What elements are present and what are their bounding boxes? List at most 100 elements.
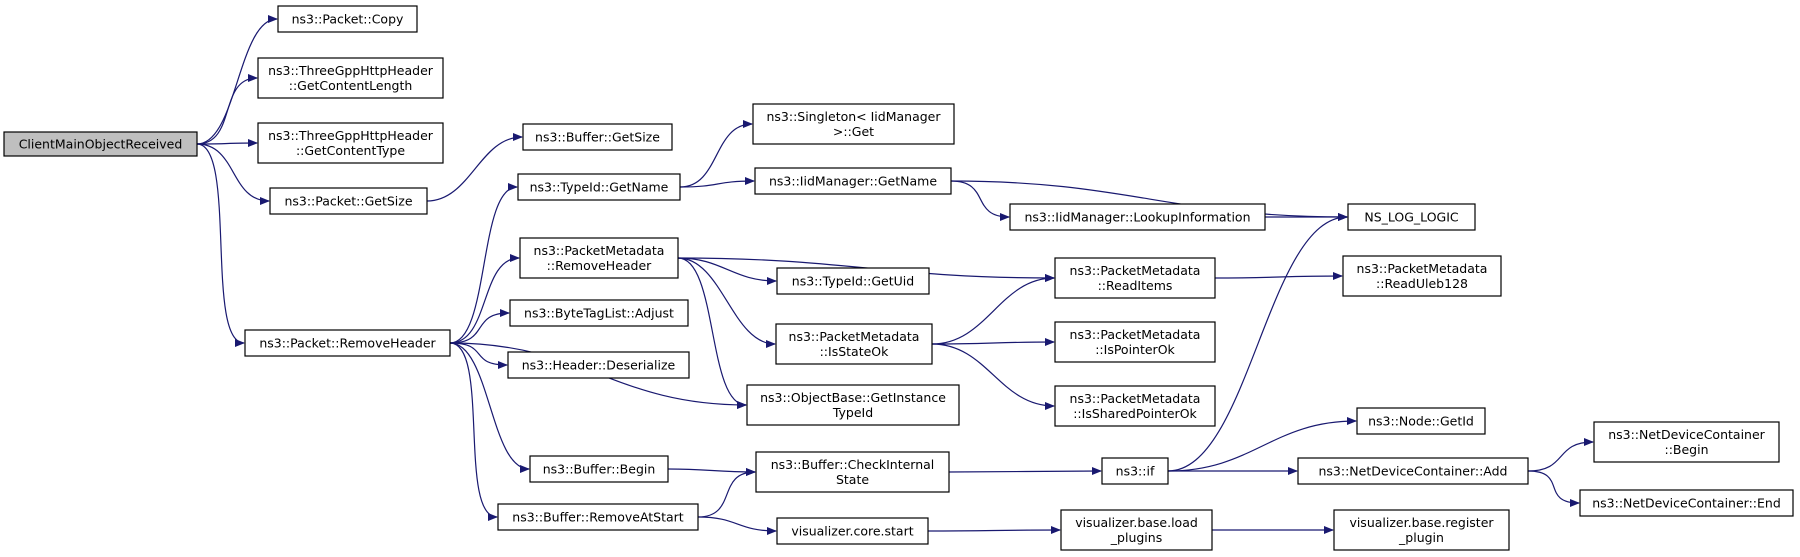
node-pmreaditems[interactable]: ns3::PacketMetadata::ReadItems <box>1054 257 1216 299</box>
node-pmisstateok[interactable]: ns3::PacketMetadata::IsStateOk <box>775 323 933 365</box>
node-root[interactable]: ClientMainObjectReceived <box>3 131 198 157</box>
node-label: ::IsSharedPointerOk <box>1073 406 1197 421</box>
edge-removeheader-to-bufferbegin <box>449 342 530 473</box>
node-box <box>1054 321 1216 363</box>
node-visualizerbaseregisterplugin[interactable]: visualizer.base.register_plugin <box>1333 509 1510 551</box>
node-pmreaduleb128[interactable]: ns3::PacketMetadata::ReadUleb128 <box>1342 255 1502 297</box>
node-box <box>1579 489 1794 517</box>
edge-packetgetsize-to-buffergetsize <box>426 133 523 202</box>
edge-pmreaditems-to-pmreaduleb128 <box>1214 272 1343 281</box>
node-box <box>752 103 955 145</box>
node-label: ns3::Buffer::Begin <box>543 462 656 477</box>
edge-root-to-packetgetsize <box>196 143 270 205</box>
node-iidmanagergetname[interactable]: ns3::IidManager::GetName <box>754 167 952 195</box>
node-bufferremoveatstart[interactable]: ns3::Buffer::RemoveAtStart <box>497 503 699 531</box>
edge-root-to-removeheader <box>196 143 245 347</box>
node-box <box>257 122 444 164</box>
node-label: visualizer.base.load <box>1075 515 1198 530</box>
node-netdevicecontainerend[interactable]: ns3::NetDeviceContainer::End <box>1579 489 1794 517</box>
node-removeheader[interactable]: ns3::Packet::RemoveHeader <box>244 329 451 357</box>
node-pmissharedpointerok[interactable]: ns3::PacketMetadata::IsSharedPointerOk <box>1054 385 1216 427</box>
edge-typeidgetname-to-singletonget <box>679 120 753 188</box>
node-label: ns3::Buffer::CheckInternal <box>771 457 935 472</box>
node-netdevicecontaineradd[interactable]: ns3::NetDeviceContainer::Add <box>1297 457 1529 485</box>
edge-removeheader-to-pmremoveheader <box>449 254 520 344</box>
node-pmispointerok[interactable]: ns3::PacketMetadata::IsPointerOk <box>1054 321 1216 363</box>
node-label: NS_LOG_LOGIC <box>1364 210 1459 225</box>
node-box <box>746 384 960 426</box>
node-label: ::Begin <box>1664 442 1708 457</box>
node-box <box>776 517 929 545</box>
node-label: ::ReadUleb128 <box>1376 276 1468 291</box>
node-box <box>522 123 673 151</box>
node-box <box>509 299 689 327</box>
node-label: ns3::IidManager::LookupInformation <box>1024 210 1250 225</box>
node-box <box>1101 457 1169 485</box>
node-box <box>507 351 690 379</box>
node-netdevicecontainerbegin[interactable]: ns3::NetDeviceContainer::Begin <box>1593 421 1780 463</box>
node-packetgetsize[interactable]: ns3::Packet::GetSize <box>269 187 428 215</box>
node-layer: ClientMainObjectReceived ns3::Packet::Cop… <box>3 5 1794 551</box>
node-label: visualizer.core.start <box>791 524 913 539</box>
node-box <box>776 267 930 295</box>
node-label: ClientMainObjectReceived <box>19 137 183 152</box>
edge-ns3if-to-nslogLogic <box>1167 213 1348 472</box>
node-label: ns3::PacketMetadata <box>1070 263 1201 278</box>
node-visualizerbaseloadplugins[interactable]: visualizer.base.load_plugins <box>1060 509 1213 551</box>
node-box <box>1333 509 1510 551</box>
node-box <box>1347 203 1476 231</box>
edge-root-to-getcontentlength <box>196 74 258 145</box>
node-headerdeserialize[interactable]: ns3::Header::Deserialize <box>507 351 690 379</box>
node-label: ns3::PacketMetadata <box>1357 261 1488 276</box>
node-box <box>755 451 950 493</box>
edge-pmisstateok-to-pmissharedpointerok <box>931 343 1055 410</box>
node-label: >::Get <box>833 124 874 139</box>
node-label: ns3::Node::GetId <box>1368 414 1474 429</box>
node-iidmanagerlookupinformation[interactable]: ns3::IidManager::LookupInformation <box>1009 203 1266 231</box>
node-label: _plugins <box>1110 530 1162 545</box>
node-bufferbegin[interactable]: ns3::Buffer::Begin <box>529 455 669 483</box>
node-label: ns3::PacketMetadata <box>789 329 920 344</box>
node-label: ns3::ByteTagList::Adjust <box>524 306 674 321</box>
edge-pmremoveheader-to-objectbasegetinstancetypeid <box>677 257 747 409</box>
node-label: ns3::PacketMetadata <box>1070 391 1201 406</box>
node-getcontenttype[interactable]: ns3::ThreeGppHttpHeader::GetContentType <box>257 122 444 164</box>
node-nslogLogic[interactable]: NS_LOG_LOGIC <box>1347 203 1476 231</box>
node-label: ::RemoveHeader <box>547 258 653 273</box>
node-label: ns3::PacketMetadata <box>1070 327 1201 342</box>
edge-iidmanagergetname-to-nslogLogic <box>950 180 1348 221</box>
node-box <box>257 57 444 99</box>
node-box <box>1342 255 1502 297</box>
node-bytetaglistadjust[interactable]: ns3::ByteTagList::Adjust <box>509 299 689 327</box>
edge-bufferremoveatstart-to-buffercheckinternalstate <box>697 468 756 518</box>
node-visualizercorestart[interactable]: visualizer.core.start <box>776 517 929 545</box>
edge-removeheader-to-headerdeserialize <box>449 342 508 369</box>
node-typeidgetuid[interactable]: ns3::TypeId::GetUid <box>776 267 930 295</box>
node-copy[interactable]: ns3::Packet::Copy <box>277 5 418 33</box>
node-pmremoveheader[interactable]: ns3::PacketMetadata::RemoveHeader <box>519 237 679 279</box>
node-box <box>1297 457 1529 485</box>
node-box <box>277 5 418 33</box>
edge-pmisstateok-to-pmreaditems <box>931 274 1055 345</box>
edge-bufferbegin-to-buffercheckinternalstate <box>667 467 756 476</box>
node-box <box>269 187 428 215</box>
edge-typeidgetname-to-iidmanagergetname <box>679 177 755 188</box>
node-typeidgetname[interactable]: ns3::TypeId::GetName <box>517 173 681 201</box>
node-box <box>244 329 451 357</box>
node-box <box>1356 407 1486 435</box>
node-label: TypeId <box>832 405 873 420</box>
node-getcontentlength[interactable]: ns3::ThreeGppHttpHeader::GetContentLengt… <box>257 57 444 99</box>
node-label: ns3::Packet::RemoveHeader <box>259 336 436 351</box>
node-buffergetsize[interactable]: ns3::Buffer::GetSize <box>522 123 673 151</box>
node-ns3if[interactable]: ns3::if <box>1101 457 1169 485</box>
node-box <box>775 323 933 365</box>
node-box <box>3 131 198 157</box>
node-singletonget[interactable]: ns3::Singleton< IidManager>::Get <box>752 103 955 145</box>
node-box <box>754 167 952 195</box>
node-label: ::GetContentLength <box>289 78 413 93</box>
node-box <box>519 237 679 279</box>
node-nodegetid[interactable]: ns3::Node::GetId <box>1356 407 1486 435</box>
node-label: ns3::Buffer::GetSize <box>535 130 660 145</box>
